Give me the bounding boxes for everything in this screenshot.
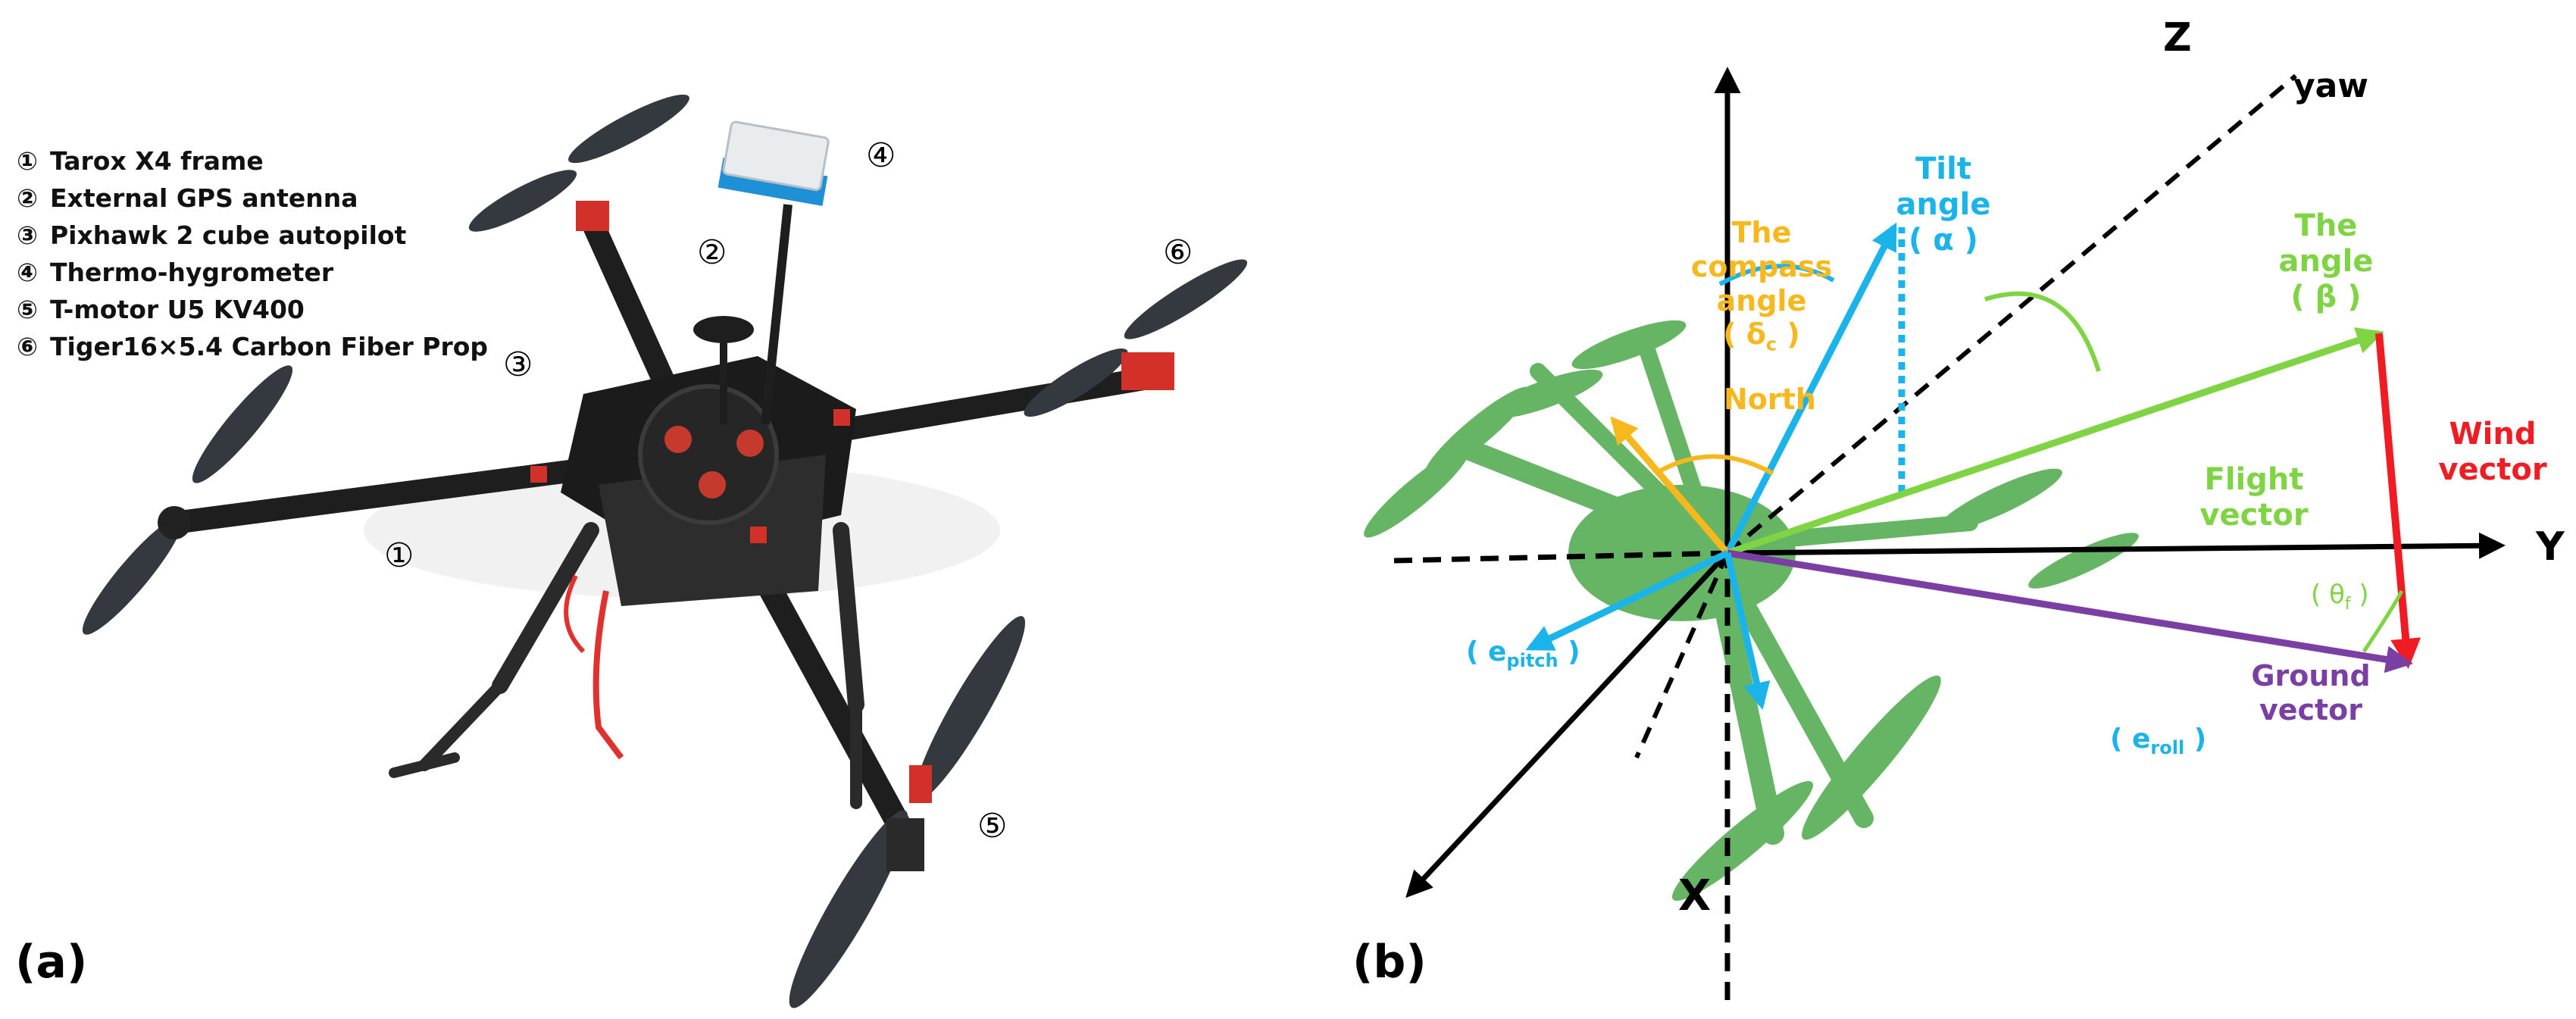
roll-vector [1724, 552, 1771, 711]
callout-1: ① [384, 536, 414, 575]
tilt-angle-arc [1718, 264, 1835, 286]
pitch-label: ( epitch ) [1466, 636, 1580, 672]
flight-vector-label: Flight vector [2199, 462, 2309, 533]
pitch-vector [1525, 549, 1729, 652]
callout-6: ⑥ [1163, 233, 1193, 272]
tilt-angle-label: Tilt angle ( α ) [1896, 152, 1991, 258]
landing-gear [389, 522, 864, 809]
theta-label: ( θf ) [2311, 580, 2369, 614]
gps-antenna [693, 204, 792, 425]
roll-label: ( eroll ) [2110, 724, 2207, 759]
thermo-hygrometer [717, 120, 830, 206]
panel-a-label: (a) [15, 936, 88, 989]
frame-body [530, 356, 856, 606]
axis-y-label: Y [2536, 524, 2565, 570]
flight-vector [1726, 327, 2384, 557]
axis-z-label: Z [2163, 15, 2192, 61]
compass-angle-arc [1654, 454, 1774, 476]
beta-angle-arc [1984, 291, 2101, 372]
ground-vector-label: Ground vector [2251, 659, 2371, 727]
propellers [82, 94, 1248, 1008]
beta-angle-label: The angle ( β ) [2278, 208, 2374, 315]
wind-vector [2375, 333, 2421, 669]
panel-b-vector-diagram: Z Y X yaw Tilt angle ( α ) The compass a… [1288, 0, 2576, 1019]
ground-vector [1727, 549, 2414, 674]
vector-diagram-svg [1364, 67, 2506, 1000]
compass-angle-label: The compass angle ( δc ) [1690, 216, 1833, 356]
panel-b-label: (b) [1352, 936, 1427, 989]
axis-yaw-label: yaw [2293, 67, 2369, 105]
callout-4: ④ [866, 136, 896, 175]
callout-2: ② [697, 233, 727, 272]
motors [158, 201, 1174, 871]
north-vector [1610, 416, 1730, 555]
callout-5: ⑤ [977, 807, 1008, 846]
wind-vector-label: Wind vector [2438, 417, 2547, 488]
drone-photo-illustration [82, 94, 1248, 1008]
theta-angle-arc [2362, 589, 2404, 653]
coordinate-axes [1393, 67, 2506, 1000]
north-label: North [1724, 383, 1816, 416]
callout-3: ③ [503, 345, 533, 384]
axis-x-label: X [1678, 871, 1712, 921]
drone-ghost [1364, 320, 2139, 901]
tilt-vector [1724, 222, 1898, 555]
